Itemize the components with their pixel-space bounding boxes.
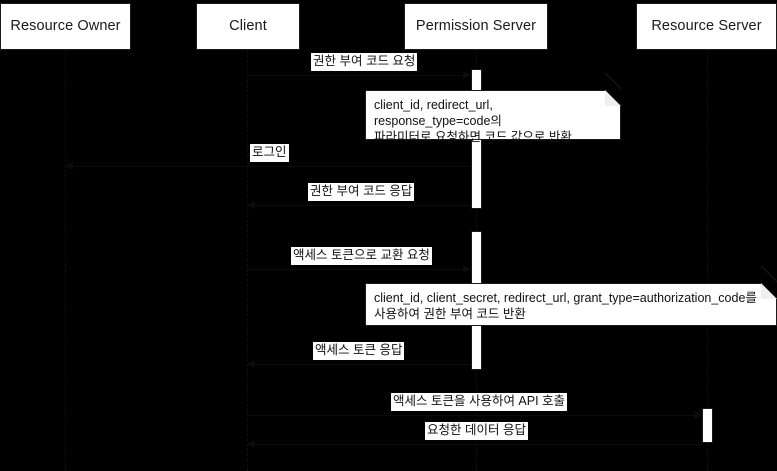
message-label-2: 로그인: [250, 144, 289, 162]
participant-permission-server[interactable]: Permission Server: [404, 3, 548, 50]
message-arrowhead-4: [463, 265, 471, 273]
message-label-1: 권한 부여 코드 요청: [311, 53, 418, 71]
participant-client[interactable]: Client: [196, 3, 300, 50]
message-arrowhead-2: [65, 162, 73, 170]
message-line-5: [247, 364, 471, 365]
note-text: client_id, client_secret, redirect_url, …: [374, 291, 757, 321]
note-token-exchange-params: client_id, client_secret, redirect_url, …: [365, 265, 777, 326]
participant-resource-server[interactable]: Resource Server: [636, 3, 777, 50]
activation-resource-server-1: [702, 408, 713, 443]
message-line-4: [247, 269, 468, 270]
participant-resource-owner[interactable]: Resource Owner: [0, 3, 131, 50]
participant-label-resource-server: Resource Server: [651, 18, 762, 35]
message-arrowhead-3: [247, 201, 255, 209]
message-arrowhead-5: [247, 360, 255, 368]
message-label-7: 요청한 데이터 응답: [425, 422, 528, 440]
message-label-6: 액세스 토큰을 사용하여 API 호출: [391, 393, 568, 411]
lifeline-resource-server: [707, 50, 708, 471]
note-authorization-code-params: client_id, redirect_url, response_type=c…: [365, 72, 622, 144]
message-line-1: [247, 75, 468, 76]
participant-label-client: Client: [229, 18, 267, 35]
participant-label-permission-server: Permission Server: [415, 18, 537, 35]
message-arrowhead-6: [694, 411, 702, 419]
message-line-3: [247, 205, 471, 206]
participant-label-resource-owner: Resource Owner: [10, 18, 121, 35]
lifeline-resource-owner: [65, 50, 66, 471]
note-text: client_id, redirect_url, response_type=c…: [374, 98, 572, 144]
message-line-2: [65, 166, 471, 167]
lifeline-client: [247, 50, 248, 471]
message-arrowhead-7: [247, 440, 255, 448]
message-label-5: 액세스 토큰 응답: [313, 342, 405, 360]
message-label-3: 권한 부여 코드 응답: [308, 183, 415, 201]
message-line-6: [247, 415, 699, 416]
message-line-7: [247, 444, 703, 445]
message-arrowhead-1: [463, 71, 471, 79]
note-fold-edge: [605, 72, 622, 90]
note-fold-triangle: [605, 90, 621, 106]
note-fold-edge: [761, 265, 777, 283]
message-label-4: 액세스 토큰으로 교환 요청: [291, 247, 432, 265]
note-fold-triangle: [761, 283, 777, 299]
